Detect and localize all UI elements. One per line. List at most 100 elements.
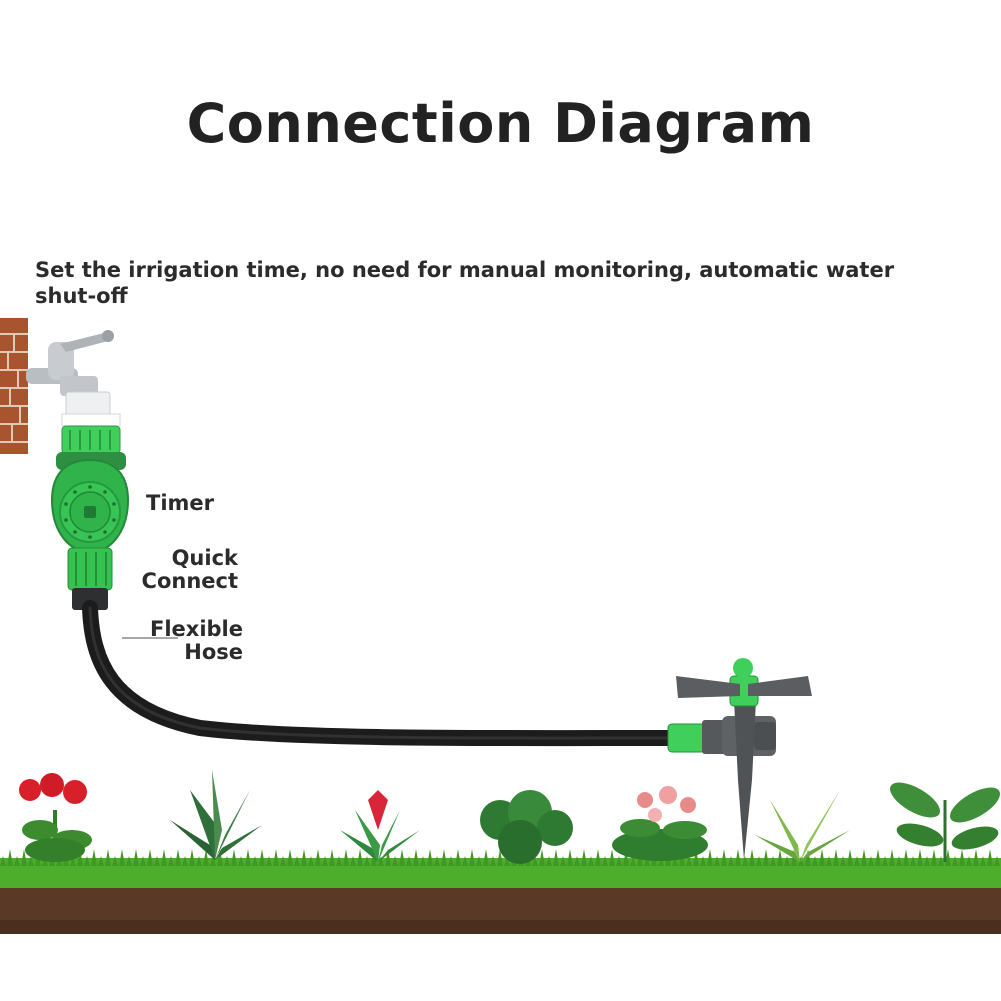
grass-blade [700,856,706,866]
label-flexible-hose: Flexible Hose [120,618,243,664]
grass-blade [714,856,720,866]
grass-blade [259,849,265,866]
grass-blade [294,856,300,866]
grass-blade [301,849,307,866]
grass-blade [882,856,888,866]
grass-blade [70,856,76,866]
grass-blade [980,856,986,866]
grass-blade [126,856,132,866]
grass-blade [280,856,286,866]
grass-blade [448,856,454,866]
grass-blade [812,856,818,866]
grass-blade [987,849,993,866]
grass-blade [910,856,916,866]
ground [0,849,1001,934]
grass-blade [672,856,678,866]
grass-blade [378,856,384,866]
grass-blade [777,849,783,866]
grass-blade [490,856,496,866]
grass-blade [784,856,790,866]
grass-blade [77,849,83,866]
grass-blade [105,849,111,866]
quick-connector-icon [67,547,113,610]
grass-blade [735,849,741,866]
grass-blade [231,849,237,866]
grass-blade [462,856,468,866]
grass-blade [252,856,258,866]
grass-blade [847,849,853,866]
grass-blade [952,856,958,866]
grass-blade [147,849,153,866]
grass-blade [609,849,615,866]
grass-blade [161,849,167,866]
grass-blade [196,856,202,866]
grass-blade [966,856,972,866]
grass-blade [357,849,363,866]
label-flexible-hose-line-1: Flexible [149,617,243,641]
label-flexible-hose-line-2: Hose [184,640,243,664]
grass-blade [532,856,538,866]
grass-blade [840,856,846,866]
sprinkler-icon [667,658,812,860]
grass-blade [658,856,664,866]
grass-blade [245,849,251,866]
faucet-icon [26,330,114,417]
page-title: Connection Diagram [186,92,815,155]
label-timer: Timer [146,492,214,515]
grass-blade [14,856,20,866]
grass-blade [854,856,860,866]
grass-blade [595,849,601,866]
timer-device-icon [50,452,130,554]
grass-blade [903,849,909,866]
top-connector [61,413,121,455]
grass-blade [931,849,937,866]
grass-blade [308,856,314,866]
grass-blade [896,856,902,866]
grass-blade [98,856,104,866]
grass-blade [833,849,839,866]
grass-blade [917,849,923,866]
label-quick-connect: Quick Connect [120,547,238,593]
grass-blade [693,849,699,866]
grass-blade [217,849,223,866]
grass-blade [266,856,272,866]
label-quick-connect-line-2: Connect [141,569,238,593]
label-timer-text: Timer [146,491,215,515]
flower-plant-red [19,773,92,862]
grass-blade [182,856,188,866]
grass-blade [861,849,867,866]
grass-blade [868,856,874,866]
grass-blade [973,849,979,866]
grass-blade [742,856,748,866]
grass-blade [994,856,1000,866]
grass-blade [119,849,125,866]
grass-blade [140,856,146,866]
grass-blade [721,849,727,866]
grass-blade [546,856,552,866]
grass-blade [959,849,965,866]
spiky-plant [755,790,850,862]
grass-blade [581,849,587,866]
grass-blade [399,849,405,866]
grass-blade [497,849,503,866]
bromeliad-plant [340,790,420,862]
grass-blade [644,856,650,866]
grass-blade [567,849,573,866]
grass-blade [924,856,930,866]
grass-blade [315,849,321,866]
grass-blade [483,849,489,866]
brick-wall [0,318,28,454]
grass-blade [224,856,230,866]
grass-blade [623,849,629,866]
grass-blade [413,849,419,866]
grass-blade [805,849,811,866]
pink-flower-plant [612,786,708,861]
grass-blade [7,849,13,866]
grass-blade [168,856,174,866]
grass-blade [84,856,90,866]
grass-blade [616,856,622,866]
grass-blade [203,849,209,866]
grass-blade [441,849,447,866]
grass-blade [630,856,636,866]
